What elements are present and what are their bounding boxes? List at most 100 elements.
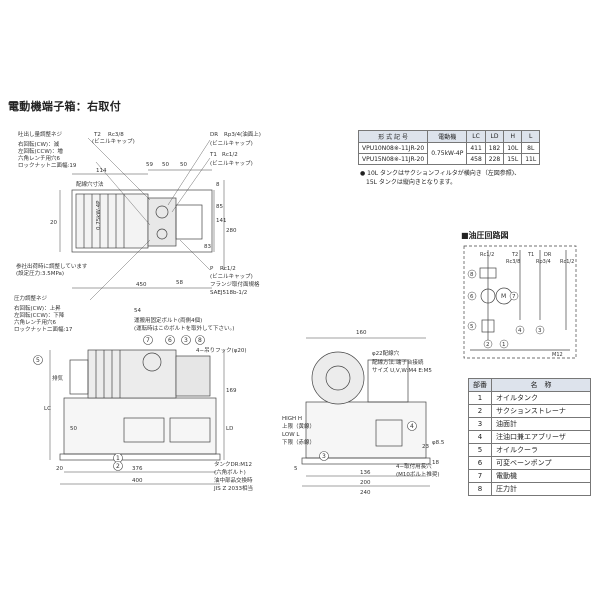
label-t2-port: T2 [93, 132, 101, 138]
label-pressure-screw: 圧力調整ネジ [14, 294, 48, 302]
front-view-nameplate-2 [169, 417, 211, 443]
spec-cell: VPU10N08※-11JR-20 [357, 142, 429, 154]
dim-169: 169 [226, 388, 237, 394]
label-tank-drain: タンクDR:M12 [214, 460, 252, 468]
top-view [59, 137, 225, 301]
parts-no: 7 [468, 469, 492, 483]
circuit-num-3: 3 [538, 328, 542, 334]
label-hex-wrench-6b: 六角レンチ用穴6 [14, 318, 57, 326]
label-lock-nut-19: ロックナット二面幅:19 [18, 161, 77, 169]
spec-table-header-row: 形 式 記 号 電動機 LC LD H L [357, 130, 541, 143]
page-title: 電動機端子箱：右取付 [8, 100, 121, 113]
label-terminal-note: 配線方法:端子台接続 [372, 358, 424, 366]
parts-name: 油面計 [491, 417, 591, 431]
front-view-pump [175, 355, 211, 397]
dim-160: 160 [356, 330, 367, 336]
label-t1-size: Rc1/2 [222, 152, 238, 158]
parts-no: 5 [468, 443, 492, 457]
spec-cell: 411 [466, 142, 486, 154]
balloon-7: 7 [146, 337, 150, 344]
front-view [49, 349, 225, 485]
circuit-port-p: Rc1/2 [480, 252, 494, 258]
circuit-size-rp34: Rp3/4 [536, 259, 551, 265]
parts-no: 8 [468, 482, 492, 496]
label-oil-mgmt: 油中部品交換時 [214, 476, 253, 484]
label-bolt-m10: (M10ボルト推奨) [396, 470, 440, 478]
circuit-balloons: 8 6 7 5 2 4 3 1 [467, 269, 545, 349]
hydraulic-circuit [463, 245, 577, 359]
front-view-balloons: 5 7 6 3 8 1 2 [33, 335, 205, 471]
parts-name: 電動機 [491, 469, 591, 483]
label-dr-port: DR [210, 132, 218, 138]
label-lower: 下限（赤線） [282, 438, 315, 446]
spec-cell: 15L [503, 153, 523, 165]
dim-lc: LC [44, 406, 51, 412]
spec-cell: 228 [484, 153, 505, 165]
balloon-5: 5 [36, 357, 40, 364]
circuit-size-rc12: Rc1/2 [560, 259, 574, 265]
dim-450: 450 [136, 282, 147, 288]
label-dr-size: Rp3/4(油面上) [224, 130, 261, 138]
label-set-pressure: (設定圧力:3.5MPa) [16, 269, 64, 277]
side-view-motor-inner [325, 365, 351, 391]
circuit-num-8: 8 [470, 272, 474, 278]
dim-240: 240 [360, 490, 371, 496]
dim-ld: LD [226, 426, 233, 432]
circuit-size-rc38: Rc3/8 [506, 259, 520, 265]
label-jis: JIS Z 2033相当 [213, 484, 253, 492]
label-flange: フランジ取付面規格 [210, 280, 260, 288]
circuit-port-t1: T1 [527, 252, 534, 258]
dim-5: 5 [294, 466, 298, 472]
parts-no: 1 [468, 391, 492, 405]
parts-name: オイルタンク [491, 391, 591, 405]
parts-no: 3 [468, 417, 492, 431]
spec-cell: 10L [503, 142, 523, 154]
label-ccw-increase: 左回転(CCW)：増 [18, 147, 63, 155]
label-remove-note: (運転時はこのボルトを取外して下さい。) [134, 324, 234, 332]
label-transport-bolt: 運搬用固定ボルト(両側4個) [134, 316, 202, 324]
dim-8: 8 [216, 182, 220, 188]
label-sae: SAEJ518b-1/2 [210, 290, 247, 296]
side-view-balloons: 4 3 [319, 421, 417, 461]
side-view-level-gauge [375, 419, 403, 447]
balloon-8: 8 [198, 337, 202, 344]
circuit-filter [479, 267, 497, 279]
dim-280: 280 [226, 228, 237, 234]
dim-50a: 50 [162, 162, 169, 168]
circuit-title: ■油圧回路図 [461, 231, 509, 240]
dim-58: 58 [176, 280, 183, 286]
label-t2-size: Rc3/8 [108, 132, 124, 138]
spec-cell: VPU15N08※-11JR-20 [357, 153, 429, 165]
label-terminal-size: サイズ U,V,W:M4 E:M5 [372, 366, 432, 374]
spec-col-ld: LD [484, 130, 505, 143]
top-view-port-circle-2 [156, 228, 168, 240]
circuit-num-2: 2 [486, 342, 490, 348]
dim-50: 50 [70, 426, 77, 432]
parts-name: オイルクーラ [491, 443, 591, 457]
parts-table-header-row: 部番 名 称 [468, 378, 591, 392]
front-view-nameplate-1 [123, 417, 165, 443]
side-view-base [301, 457, 431, 465]
dim-85: 85 [216, 204, 223, 210]
parts-name: 注油口兼エアブリーザ [491, 430, 591, 444]
label-vinyl-cap-1: (ビニルキャップ) [92, 137, 135, 145]
dim-54: 54 [134, 308, 141, 314]
dim-141: 141 [216, 218, 227, 224]
circuit-num-6: 6 [470, 294, 474, 300]
label-wiring-port: φ22配線穴 [372, 349, 400, 357]
side-view [301, 337, 431, 487]
dim-376: 376 [132, 466, 143, 472]
spec-col-model: 形 式 記 号 [357, 130, 429, 143]
balloon-side-3: 3 [322, 453, 326, 460]
label-vinyl-cap-3: (ビニルキャップ) [210, 159, 253, 167]
label-mount-holes: 4−取付用長穴 [396, 462, 432, 470]
balloon-3: 3 [184, 337, 188, 344]
spec-col-lc: LC [466, 130, 486, 143]
label-cw-reduce: 右回転(CW)：減 [18, 140, 60, 148]
